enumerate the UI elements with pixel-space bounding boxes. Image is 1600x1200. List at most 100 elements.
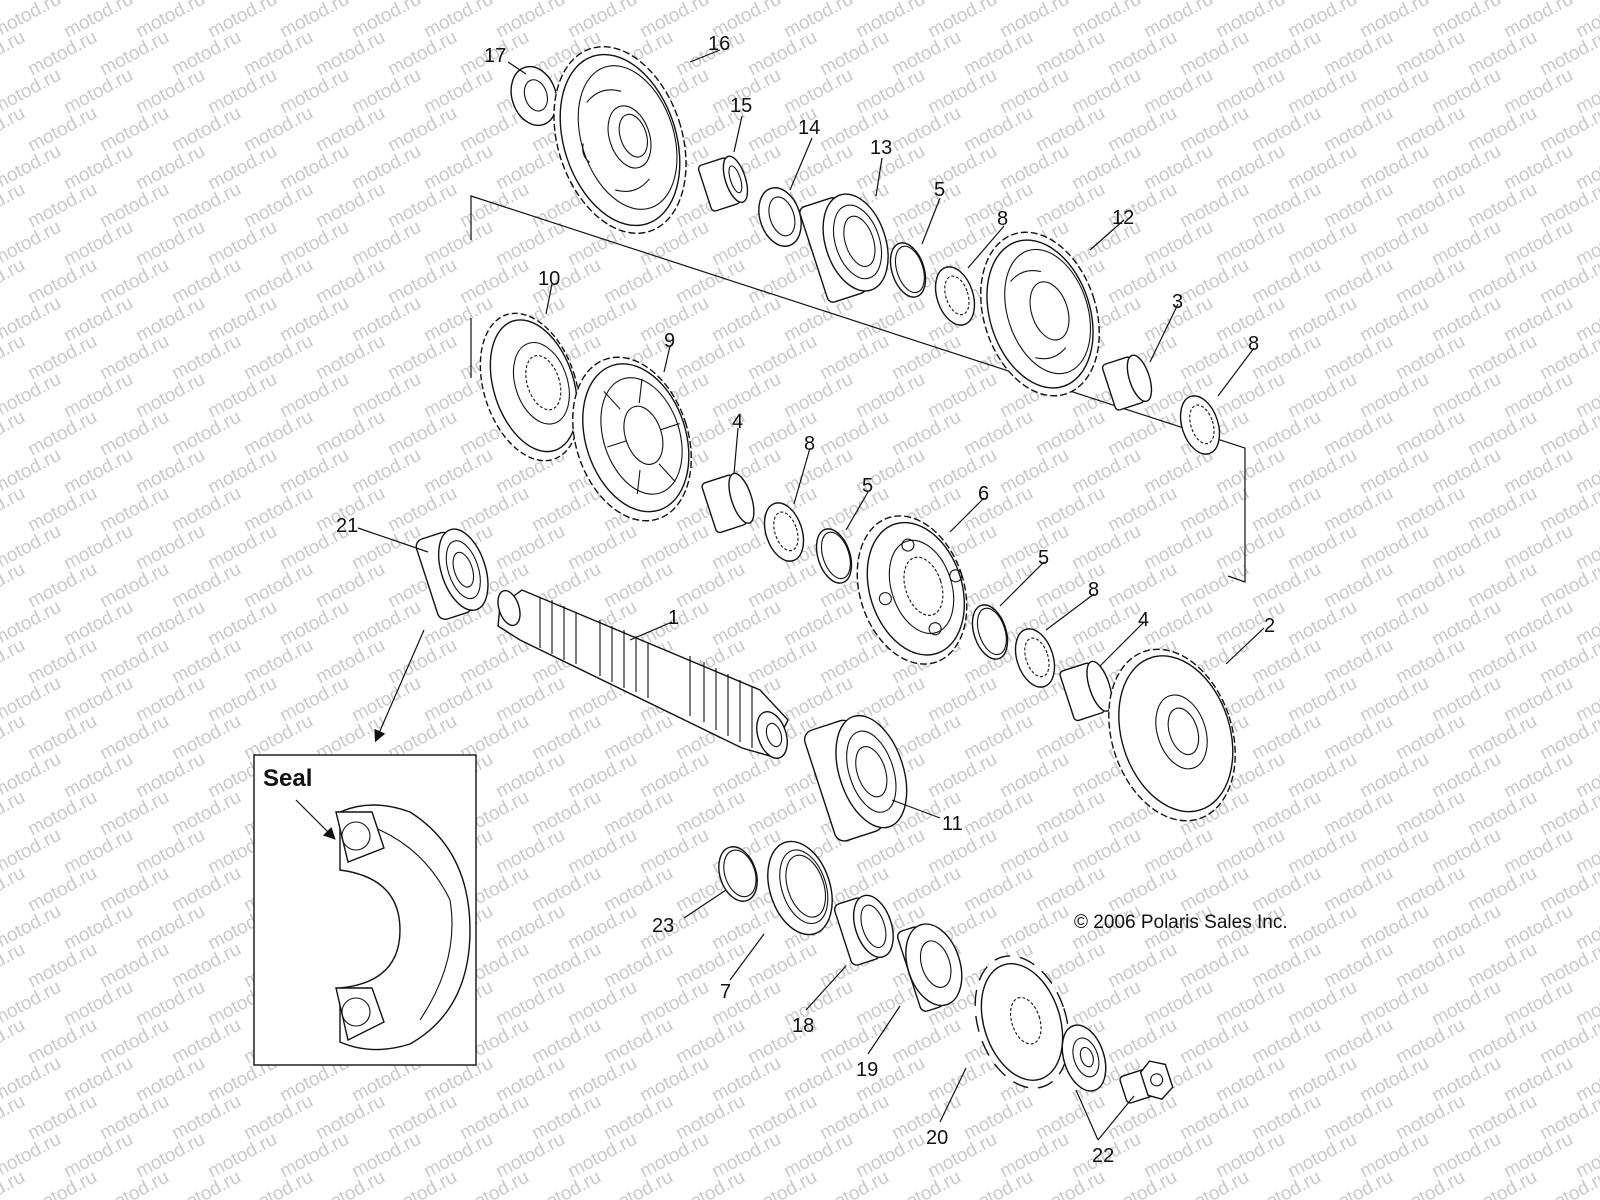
watermark-text: motod.ru	[1320, 103, 1396, 157]
part-5-snap-ring-middle	[815, 528, 853, 584]
watermark-text: motod.ru	[1428, 369, 1504, 423]
watermark-text: motod.ru	[1284, 217, 1360, 271]
watermark-text: motod.ru	[1356, 1129, 1432, 1183]
watermark-text: motod.ru	[1464, 939, 1540, 993]
watermark-text: motod.ru	[636, 1053, 712, 1107]
watermark-text: motod.ru	[1248, 1167, 1324, 1200]
part-8-washer-right	[1179, 395, 1221, 455]
part-3-bushing	[1101, 354, 1153, 411]
callout-11: 11	[942, 813, 963, 835]
watermark-text: motod.ru	[780, 1053, 856, 1107]
part-4-bushing-lower	[1059, 660, 1113, 722]
watermark-text: motod.ru	[1356, 445, 1432, 499]
part-16-gear	[553, 46, 687, 234]
watermark-text: motod.ru	[1428, 521, 1504, 575]
watermark-text: motod.ru	[1392, 1091, 1468, 1145]
watermark-text: motod.ru	[1464, 179, 1540, 233]
watermark-text: motod.ru	[996, 1129, 1072, 1183]
watermark-text: motod.ru	[564, 749, 640, 803]
callout-3: 3	[1172, 291, 1183, 313]
watermark-text: motod.ru	[24, 27, 100, 81]
watermark-text: motod.ru	[312, 179, 388, 233]
watermark-text: motod.ru	[384, 27, 460, 81]
callout-16: 16	[708, 33, 730, 55]
watermark-text: motod.ru	[1392, 1015, 1468, 1069]
watermark-text: motod.ru	[456, 179, 532, 233]
watermark-text: motod.ru	[60, 369, 136, 423]
watermark-text: motod.ru	[276, 445, 352, 499]
watermark-text: motod.ru	[312, 27, 388, 81]
watermark-text: motod.ru	[1284, 521, 1360, 575]
watermark-text: motod.ru	[528, 863, 604, 917]
watermark-text: motod.ru	[564, 521, 640, 575]
watermark-text: motod.ru	[1176, 863, 1252, 917]
watermark-text: motod.ru	[168, 103, 244, 157]
watermark-text: motod.ru	[1392, 27, 1468, 81]
assembly-frame	[470, 195, 1246, 583]
watermark-text: motod.ru	[924, 673, 1000, 727]
watermark-text: motod.ru	[1500, 445, 1576, 499]
watermark-text: motod.ru	[636, 749, 712, 803]
watermark-text: motod.ru	[1248, 103, 1324, 157]
callout-4-middle: 4	[732, 411, 743, 433]
part-19-washer	[896, 923, 963, 1012]
watermark-text: motod.ru	[1176, 103, 1252, 157]
part-8-washer-top	[934, 266, 976, 326]
callout-19: 19	[856, 1059, 878, 1081]
watermark-text: motod.ru	[168, 787, 244, 841]
watermark-text: motod.ru	[60, 445, 136, 499]
watermark-text: motod.ru	[888, 103, 964, 157]
watermark-text: motod.ru	[24, 103, 100, 157]
watermark-text: motod.ru	[276, 597, 352, 651]
part-14-washer	[758, 187, 802, 247]
watermark-text: motod.ru	[1176, 559, 1252, 613]
part-12-gear	[980, 231, 1100, 397]
watermark-text: motod.ru	[1284, 825, 1360, 879]
watermark-text: motod.ru	[816, 27, 892, 81]
watermark-text: motod.ru	[60, 673, 136, 727]
watermark-text: motod.ru	[1392, 559, 1468, 613]
watermark-text: motod.ru	[1032, 103, 1108, 157]
watermark-text: motod.ru	[1320, 1091, 1396, 1145]
watermark-text: motod.ru	[636, 977, 712, 1031]
watermark-text: motod.ru	[924, 65, 1000, 119]
watermark-text: motod.ru	[960, 1167, 1036, 1200]
watermark-text: motod.ru	[132, 293, 208, 347]
watermark-text: motod.ru	[312, 331, 388, 385]
watermark-text: motod.ru	[1176, 1091, 1252, 1145]
callout-13: 13	[870, 137, 892, 159]
watermark-text: motod.ru	[1356, 749, 1432, 803]
watermark-text: motod.ru	[1212, 1053, 1288, 1107]
watermark-text: motod.ru	[1104, 27, 1180, 81]
watermark-text: motod.ru	[240, 1167, 316, 1200]
watermark-text: motod.ru	[60, 65, 136, 119]
watermark-text: motod.ru	[420, 141, 496, 195]
watermark-text: motod.ru	[600, 1167, 676, 1200]
watermark-text: motod.ru	[1104, 255, 1180, 309]
watermark-text: motod.ru	[600, 787, 676, 841]
watermark-text: motod.ru	[1428, 217, 1504, 271]
callout-8-top: 8	[997, 208, 1008, 230]
watermark-text: motod.ru	[60, 521, 136, 575]
watermark-text: motod.ru	[564, 1129, 640, 1183]
watermark-text: motod.ru	[1320, 1167, 1396, 1200]
watermark-text: motod.ru	[204, 369, 280, 423]
watermark-text: motod.ru	[528, 1015, 604, 1069]
watermark-text: motod.ru	[636, 1129, 712, 1183]
watermark-text: motod.ru	[348, 597, 424, 651]
watermark-text: motod.ru	[1500, 141, 1576, 195]
watermark-text: motod.ru	[132, 65, 208, 119]
watermark-text: motod.ru	[0, 1091, 29, 1145]
part-5-snap-ring-right	[971, 604, 1009, 660]
watermark-text: motod.ru	[1248, 1091, 1324, 1145]
watermark-text: motod.ru	[1464, 103, 1540, 157]
watermark-text: motod.ru	[1248, 27, 1324, 81]
watermark-text: motod.ru	[312, 103, 388, 157]
callout-15: 15	[730, 95, 752, 117]
watermark-text: motod.ru	[1212, 445, 1288, 499]
watermark-text: motod.ru	[276, 65, 352, 119]
callout-14: 14	[798, 117, 820, 139]
watermark-text: motod.ru	[1212, 217, 1288, 271]
watermark-text: motod.ru	[132, 445, 208, 499]
watermark-text: motod.ru	[384, 331, 460, 385]
